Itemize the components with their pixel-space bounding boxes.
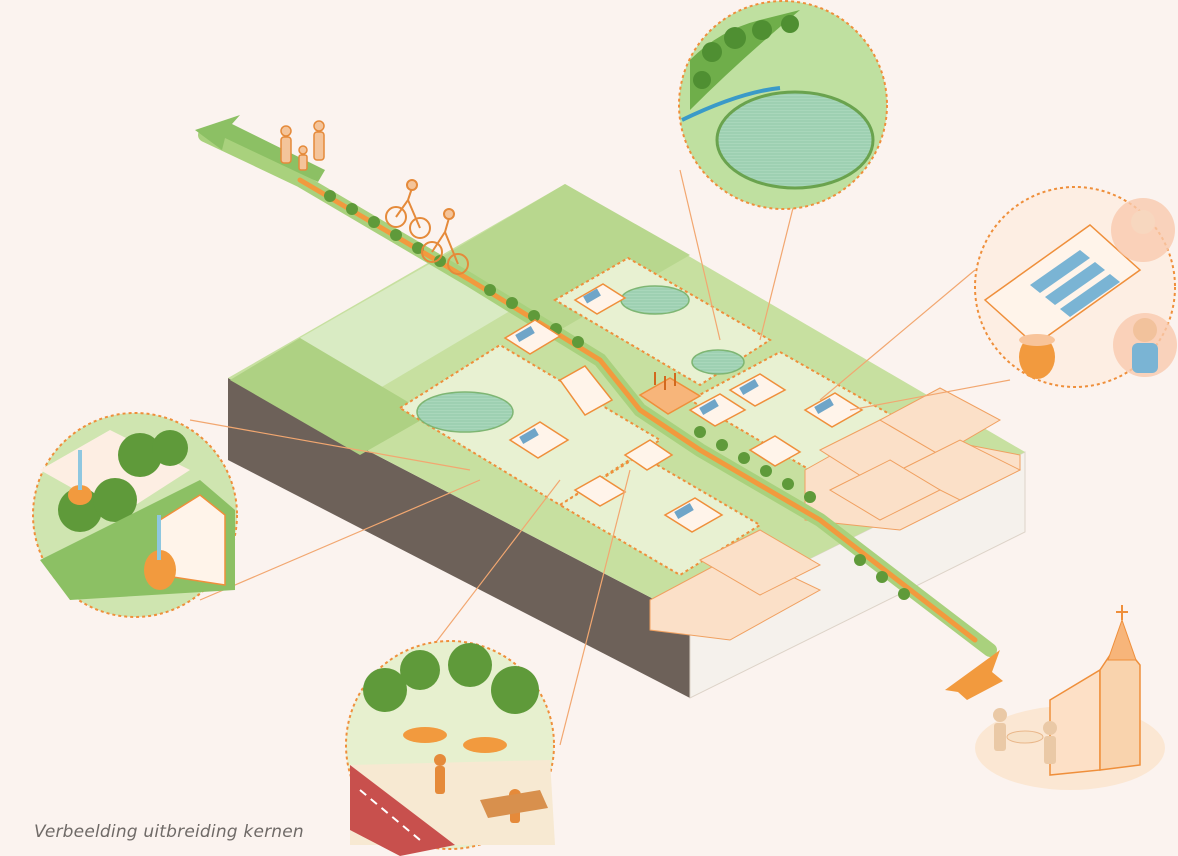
cyclists-icon [386, 180, 468, 274]
caption: Verbeelding uitbreiding kernen [34, 822, 304, 842]
church-destination-icon [975, 605, 1165, 790]
solar-roof-residents-detail-icon [975, 187, 1177, 387]
pond-detail-icon [679, 1, 887, 209]
walking-family-icon [281, 121, 324, 170]
rain-barrel-detail-icon [33, 413, 237, 617]
community-square-detail-icon [346, 641, 555, 856]
